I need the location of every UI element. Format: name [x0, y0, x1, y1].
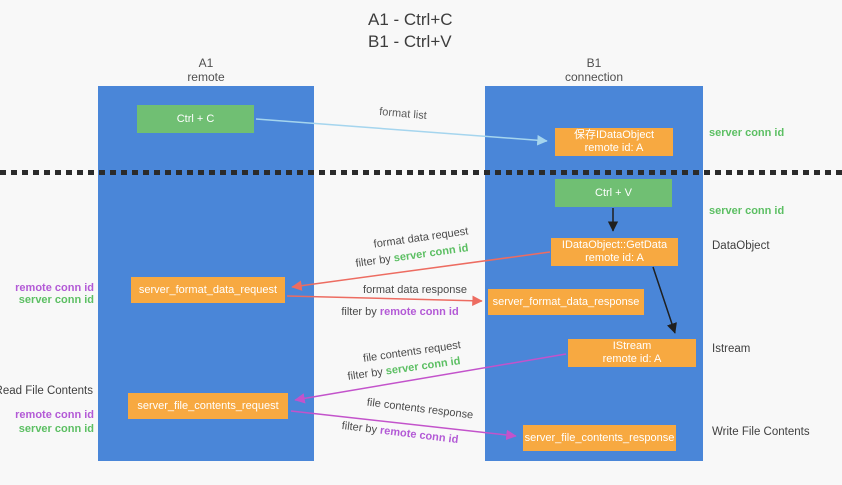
- node-istream-line2: remote id: A: [602, 353, 662, 365]
- diagram-title: A1 - Ctrl+C B1 - Ctrl+V: [368, 9, 453, 53]
- node-istream: IStream remote id: A: [568, 339, 696, 367]
- column-header-b1: B1 connection: [485, 56, 703, 84]
- node-ctrl-v-label: Ctrl + V: [595, 186, 632, 199]
- dataobject-side-label: DataObject: [712, 240, 770, 252]
- filter-by-remote-conn-id-label-2: filter by remote conn id: [341, 420, 459, 446]
- remote-conn-id-text: remote conn id: [379, 424, 459, 447]
- filter-by-remote-conn-id-label-1: filter by remote conn id: [341, 306, 458, 318]
- node-server-file-contents-request-label: server_file_contents_request: [137, 399, 279, 412]
- istream-side-label: Istream: [712, 343, 751, 355]
- format-data-response-arrow: [286, 295, 483, 306]
- column-a1-name: A1: [198, 56, 214, 70]
- filter-by-text: filter by: [341, 306, 377, 318]
- node-server-format-data-response-label: server_format_data_response: [492, 295, 640, 308]
- format-list-label: format list: [378, 105, 428, 123]
- filter-by-server-conn-id-label-1: filter by server conn id: [355, 242, 469, 270]
- column-a1-role: remote: [187, 70, 225, 84]
- server-conn-id-right-label-mid: server conn id: [709, 205, 785, 217]
- format-data-response-label: format data response: [363, 284, 467, 296]
- filter-by-text: filter by: [354, 253, 392, 270]
- remote-conn-id-text: remote conn id: [379, 306, 459, 318]
- node-server-format-data-response: server_format_data_response: [488, 289, 644, 315]
- server-conn-id-left-label-2: server conn id: [18, 423, 94, 435]
- node-ctrl-v: Ctrl + V: [555, 179, 672, 207]
- filter-by-text: filter by: [341, 419, 378, 437]
- column-b1-role: connection: [564, 70, 624, 84]
- node-server-format-data-request: server_format_data_request: [131, 277, 285, 303]
- node-save-idataobject: 保存IDataObject remote id: A: [555, 128, 673, 156]
- read-file-contents-label: Read File Contents: [0, 385, 93, 397]
- node-save-idataobject-line1: 保存IDataObject: [573, 129, 655, 141]
- title-line-1: A1 - Ctrl+C: [368, 10, 453, 29]
- file-contents-response-label: file contents response: [366, 396, 474, 422]
- title-line-2: B1 - Ctrl+V: [368, 32, 452, 51]
- node-idataobject-getdata-line2: remote id: A: [585, 252, 644, 264]
- column-header-a1: A1 remote: [98, 56, 314, 84]
- node-server-file-contents-response-label: server_file_contents_response: [524, 431, 675, 444]
- filter-by-text: filter by: [346, 366, 384, 383]
- node-idataobject-getdata: IDataObject::GetData remote id: A: [551, 238, 678, 266]
- node-idataobject-getdata-line1: IDataObject::GetData: [561, 239, 668, 251]
- phase-divider-dotted-line: [0, 170, 842, 175]
- node-server-file-contents-request: server_file_contents_request: [128, 393, 288, 419]
- node-istream-line1: IStream: [612, 340, 652, 352]
- column-b1-name: B1: [586, 56, 602, 70]
- node-server-format-data-request-label: server_format_data_request: [138, 283, 278, 296]
- remote-conn-id-left-label-1: remote conn id: [15, 282, 94, 294]
- node-save-idataobject-line2: remote id: A: [584, 142, 644, 154]
- write-file-contents-label: Write File Contents: [712, 426, 810, 438]
- remote-conn-id-left-label-2: remote conn id: [15, 409, 94, 421]
- server-conn-id-left-label-1: server conn id: [18, 294, 94, 306]
- node-server-file-contents-response: server_file_contents_response: [523, 425, 676, 451]
- node-ctrl-c-label: Ctrl + C: [176, 112, 215, 125]
- server-conn-id-right-label-top: server conn id: [709, 127, 785, 139]
- node-ctrl-c: Ctrl + C: [137, 105, 254, 133]
